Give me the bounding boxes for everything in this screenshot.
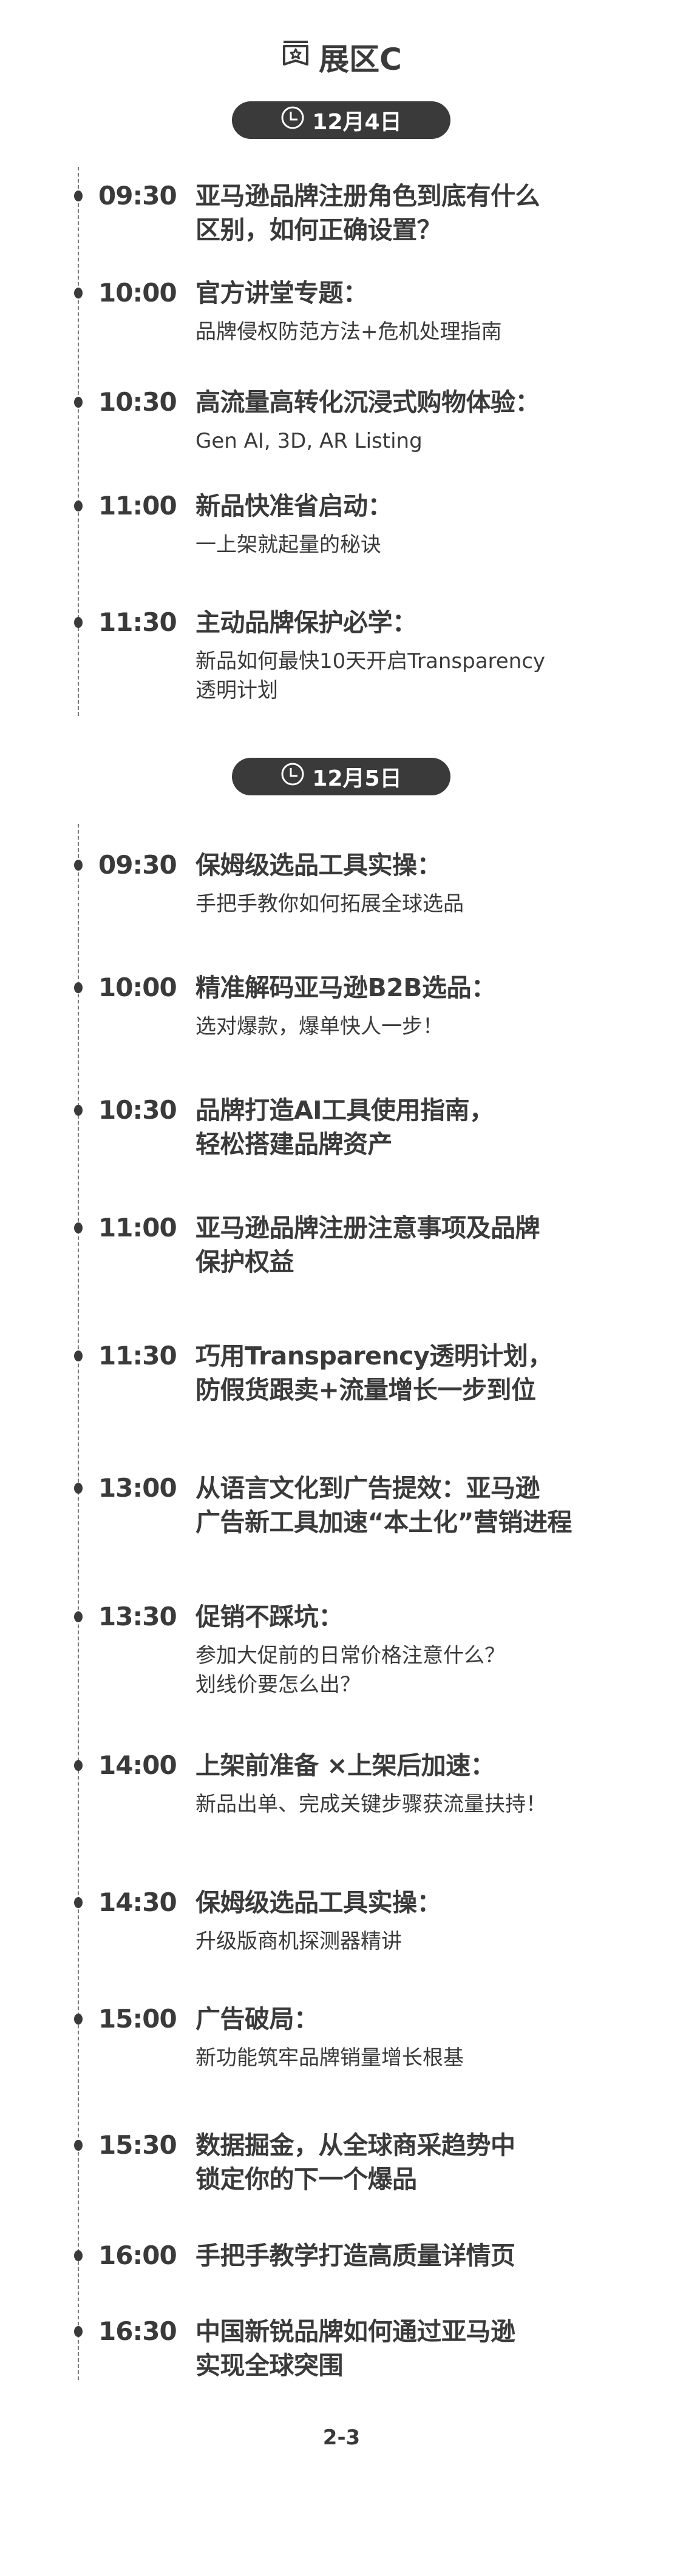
timeline-dot — [74, 1105, 83, 1116]
session-time: 11:30 — [98, 607, 177, 637]
session-time: 10:00 — [98, 973, 177, 1002]
timeline-dot — [74, 617, 83, 628]
session-time: 14:30 — [98, 1887, 177, 1917]
session-subtitle: 新功能筑牢品牌销量增长根基 — [195, 2046, 464, 2070]
session-time: 13:30 — [98, 1602, 177, 1631]
session-title: 中国新锐品牌如何通过亚马逊 实现全球突围 — [195, 2317, 515, 2380]
timeline-dot — [74, 982, 83, 993]
session-title: 广告破局： — [195, 2004, 319, 2034]
session-time: 15:00 — [98, 2004, 177, 2034]
session-title: 品牌打造AI工具使用指南， 轻松搭建品牌资产 — [195, 1096, 494, 1159]
session-title: 巧用Transparency透明计划， 防假货跟卖+流量增长一步到位 — [195, 1341, 552, 1404]
session-time: 13:00 — [98, 1473, 177, 1503]
timeline-dot — [74, 1611, 83, 1622]
timeline-dot — [74, 397, 83, 408]
star-banner-icon — [281, 39, 310, 75]
session-title: 数据掘金，从全球商采趋势中 锁定你的下一个爆品 — [195, 2131, 515, 2194]
date-pill-day1: 12月4日 — [232, 101, 450, 139]
session-subtitle: 新品如何最快10天开启Transparency 透明计划 — [195, 649, 546, 703]
session-title: 手把手教学打造高质量详情页 — [195, 2241, 515, 2270]
session-time: 16:00 — [98, 2241, 177, 2270]
timeline-dot — [74, 1350, 83, 1361]
timeline-dot — [74, 191, 83, 201]
session-time: 11:30 — [98, 1341, 177, 1371]
session-subtitle: 参加大促前的日常价格注意什么？ 划线价要怎么出？ — [195, 1644, 505, 1697]
session-subtitle: 选对爆款，爆单快人一步！ — [195, 1014, 443, 1039]
session-title: 亚马逊品牌注册角色到底有什么 区别，如何正确设置？ — [195, 181, 540, 244]
session-title: 亚马逊品牌注册注意事项及品牌 保护权益 — [195, 1213, 540, 1276]
session-title: 从语言文化到广告提效：亚马逊 广告新工具加速“本土化”营销进程 — [195, 1474, 572, 1537]
session-subtitle: Gen AI, 3D, AR Listing — [195, 429, 423, 453]
clock-icon — [280, 762, 305, 792]
timeline-dot — [74, 288, 83, 298]
session-title: 保姆级选品工具实操： — [195, 851, 442, 880]
timeline-dot — [74, 1222, 83, 1233]
clock-icon — [280, 106, 305, 135]
session-time: 10:00 — [98, 278, 177, 308]
date-label: 12月5日 — [312, 766, 402, 791]
timeline-dot — [74, 2014, 83, 2025]
session-time: 09:30 — [98, 850, 177, 880]
timeline-dot — [74, 860, 83, 871]
timeline-dot — [74, 1483, 83, 1494]
session-time: 09:30 — [98, 181, 177, 211]
date-label: 12月4日 — [312, 110, 402, 135]
session-subtitle: 一上架就起量的秘诀 — [195, 533, 381, 557]
session-time: 11:00 — [98, 1213, 177, 1242]
session-title: 官方讲堂专题： — [195, 278, 368, 308]
session-subtitle: 升级版商机探测器精讲 — [195, 1929, 402, 1954]
timeline-dot — [74, 1760, 83, 1771]
session-subtitle: 新品出单、完成关键步骤获流量扶持！ — [195, 1792, 546, 1816]
timeline-line-day2 — [78, 824, 79, 2380]
session-time: 16:30 — [98, 2316, 177, 2346]
session-time: 14:00 — [98, 1750, 177, 1780]
session-time: 10:30 — [98, 387, 177, 417]
session-title: 促销不踩坑： — [195, 1602, 344, 1631]
session-time: 15:30 — [98, 2130, 177, 2160]
session-title: 精准解码亚马逊B2B选品： — [195, 973, 496, 1002]
timeline-dot — [74, 1897, 83, 1908]
session-subtitle: 品牌侵权防范方法+危机处理指南 — [195, 320, 502, 344]
date-pill-day2: 12月5日 — [232, 758, 450, 795]
zone-title: 展区C — [0, 35, 683, 79]
zone-title-text: 展区C — [319, 42, 402, 77]
session-title: 上架前准备 ×上架后加速： — [195, 1751, 495, 1780]
session-title: 保姆级选品工具实操： — [195, 1888, 442, 1917]
session-subtitle: 手把手教你如何拓展全球选品 — [195, 892, 464, 916]
session-title: 高流量高转化沉浸式购物体验： — [195, 388, 540, 417]
session-time: 10:30 — [98, 1095, 177, 1125]
session-title: 新品快准省启动： — [195, 491, 393, 521]
timeline-line-day1 — [78, 167, 79, 716]
timeline-dot — [74, 501, 83, 511]
session-title: 主动品牌保护必学： — [195, 608, 417, 637]
timeline-dot — [74, 2250, 83, 2261]
timeline-dot — [74, 2326, 83, 2337]
session-time: 11:00 — [98, 491, 177, 521]
page-number: 2-3 — [322, 2426, 361, 2450]
timeline-dot — [74, 2140, 83, 2151]
